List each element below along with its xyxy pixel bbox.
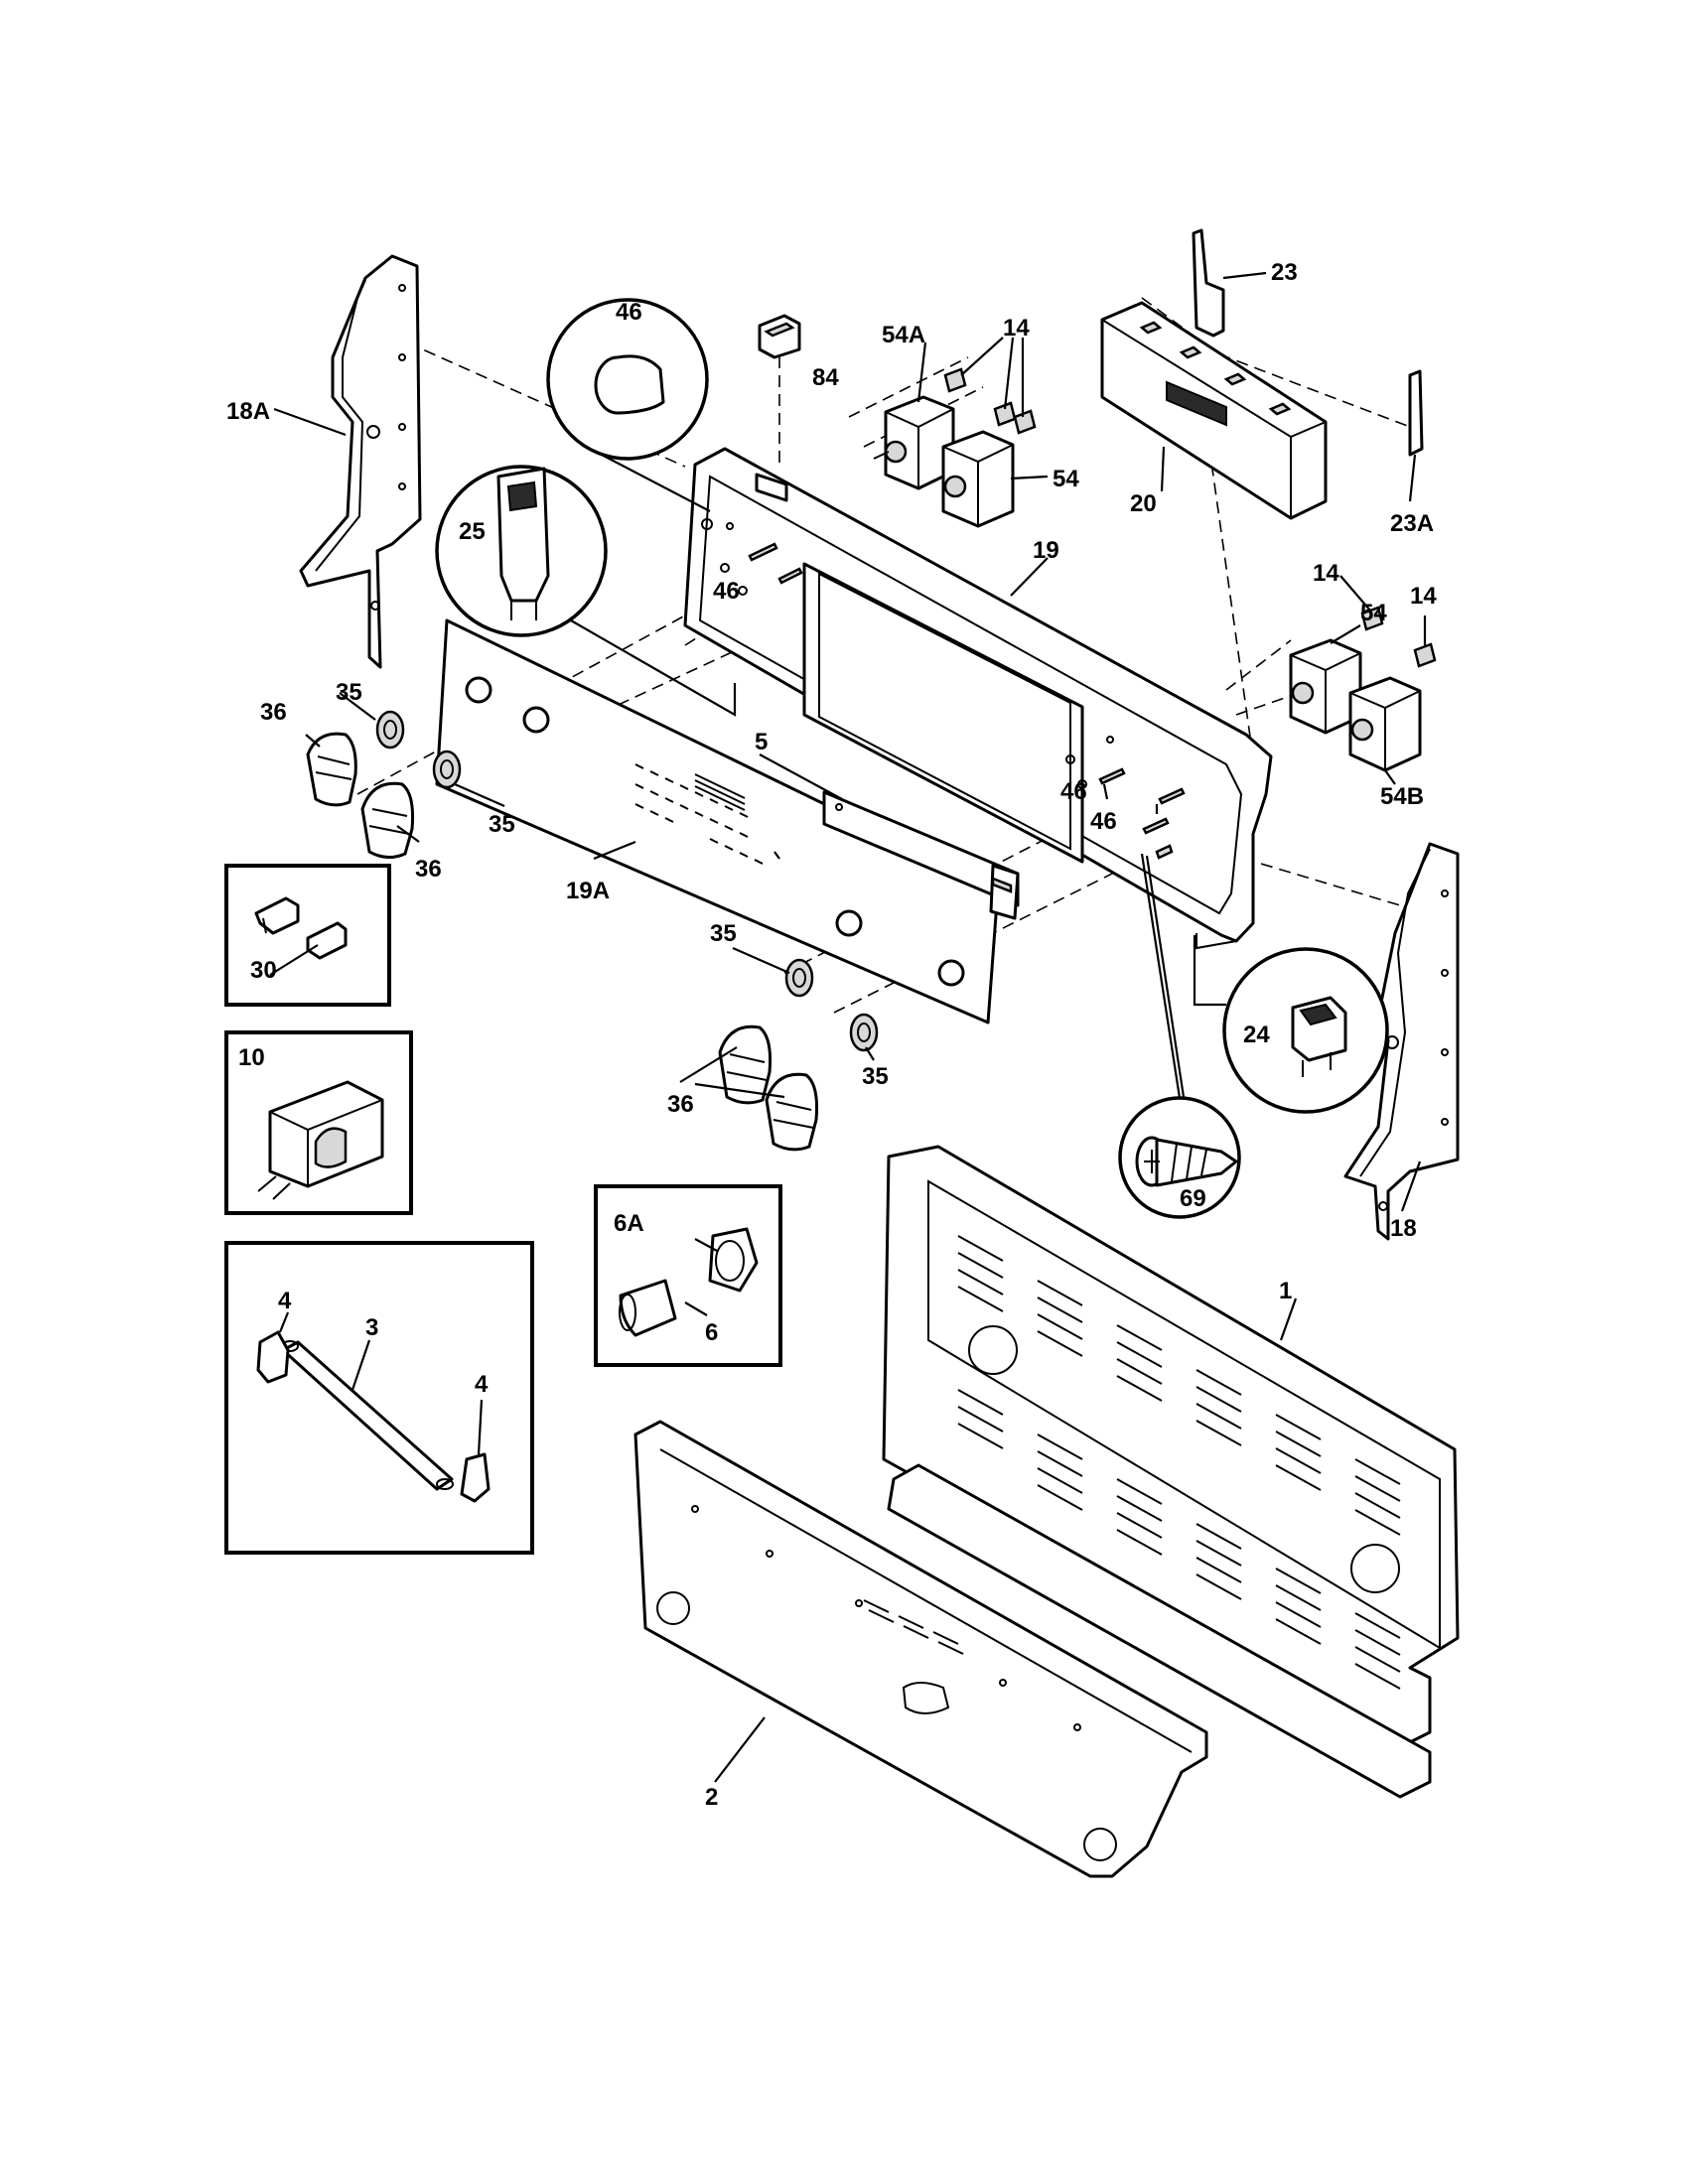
- detail-box-30: [224, 864, 391, 1007]
- label-10: 10: [238, 1044, 265, 1071]
- label-69: 69: [1180, 1185, 1206, 1212]
- label-18: 18: [1390, 1215, 1417, 1242]
- label-19a: 19A: [566, 878, 610, 904]
- label-14-top: 14: [1003, 315, 1030, 341]
- label-14-far: 14: [1410, 583, 1437, 610]
- label-84: 84: [812, 364, 839, 391]
- rocker-switch-icon: [496, 467, 550, 620]
- detail-box-6: [594, 1184, 782, 1367]
- screws-46: [748, 542, 1186, 860]
- label-20: 20: [1130, 490, 1157, 517]
- label-54-right: 54: [1360, 600, 1387, 626]
- bracket-23: [1192, 228, 1225, 338]
- label-35-lowr: 35: [862, 1063, 889, 1090]
- detail-box-3-4: [224, 1241, 534, 1555]
- end-bracket-left-18a: [299, 254, 422, 669]
- callout-24: [1222, 947, 1389, 1114]
- label-2: 2: [705, 1784, 718, 1811]
- switch-54: [941, 430, 1015, 528]
- label-54a: 54A: [882, 322, 925, 348]
- control-panel-19: [683, 447, 1273, 950]
- label-35-top: 35: [336, 679, 362, 706]
- leader-lines: [269, 271, 1427, 1783]
- label-4-top: 4: [278, 1288, 292, 1314]
- knobs-36: [306, 732, 818, 1152]
- label-18a: 18A: [226, 398, 270, 425]
- vents: [957, 1235, 1401, 1690]
- label-25: 25: [459, 518, 486, 545]
- screw-icon: [1135, 1136, 1238, 1187]
- label-54: 54: [1053, 466, 1079, 492]
- label-54b: 54B: [1380, 783, 1424, 810]
- callout-46: [546, 298, 709, 461]
- label-14-right: 14: [1313, 560, 1339, 587]
- label-3: 3: [365, 1314, 378, 1341]
- label-46-top: 46: [616, 299, 642, 326]
- keypad-dots: [634, 763, 764, 865]
- label-30: 30: [250, 957, 277, 984]
- switch-54a: [873, 395, 955, 490]
- overlay-panel-19a: [435, 618, 1000, 1024]
- label-23: 23: [1271, 259, 1298, 286]
- label-6a: 6A: [614, 1210, 644, 1237]
- bezels-35: [375, 710, 879, 1052]
- label-24: 24: [1243, 1022, 1270, 1048]
- label-46-r2: 46: [1090, 808, 1117, 835]
- label-35-low: 35: [710, 920, 737, 947]
- label-46-mid: 46: [713, 578, 740, 605]
- label-36-mid: 36: [415, 856, 442, 883]
- switch-54b: [1348, 676, 1422, 772]
- back-guard-1: [882, 1145, 1460, 1799]
- part-labels: 18A 46 84 54A 14 54 23 20 23A 25 46 19 1…: [226, 259, 1437, 1811]
- label-36-low: 36: [667, 1091, 694, 1118]
- switch-84: [758, 314, 801, 359]
- label-35-mid: 35: [489, 811, 515, 838]
- label-36-top: 36: [260, 699, 287, 726]
- rocker-switch-icon: [1291, 996, 1347, 1077]
- label-4-bottom: 4: [475, 1371, 489, 1398]
- bracket-23a: [1408, 369, 1424, 457]
- knob-button-icon: [594, 354, 665, 415]
- trim-5: [822, 790, 1020, 920]
- electronic-control-20: [1100, 301, 1328, 520]
- callout-25: [435, 465, 608, 637]
- label-6: 6: [705, 1319, 718, 1346]
- label-5: 5: [755, 729, 768, 755]
- label-23a: 23A: [1390, 510, 1434, 537]
- label-1: 1: [1279, 1278, 1292, 1304]
- label-19: 19: [1033, 537, 1059, 564]
- lower-panel-2: [633, 1420, 1208, 1878]
- callout-69: [1118, 1096, 1241, 1219]
- detail-box-10: [224, 1030, 413, 1215]
- label-46-r1: 46: [1060, 778, 1087, 805]
- connectors-14: [943, 367, 1437, 668]
